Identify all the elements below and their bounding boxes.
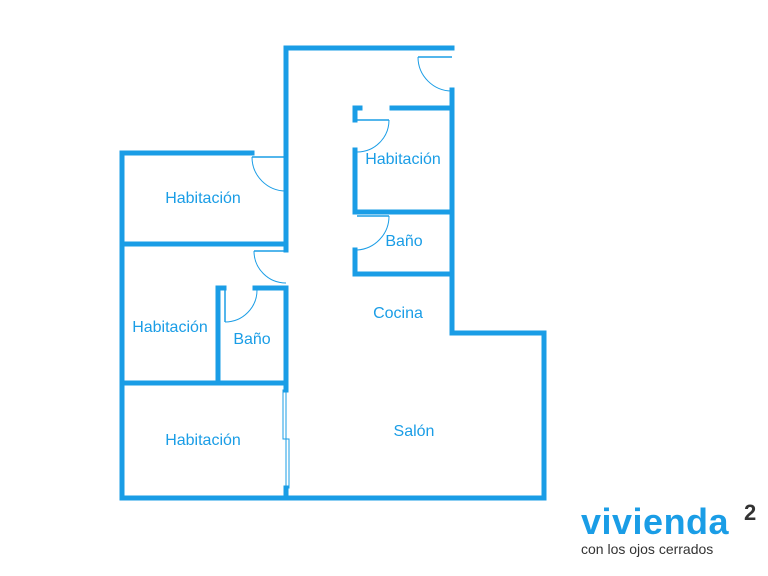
logo-tagline: con los ojos cerrados [581,541,714,557]
room-label: Habitación [132,319,208,336]
wall-bedroom-2 [119,285,289,386]
brand-logo: vivienda 2 con los ojos cerrados [581,500,761,557]
wall-right-rooms [352,105,455,277]
door-entrance [417,56,453,92]
logo-name: vivienda [581,501,730,542]
outer-wall [119,45,547,501]
door-bedroom-1 [251,156,287,192]
wall-bedroom-1 [119,152,289,253]
room-label: Baño [385,233,422,250]
room-label: Salón [394,423,435,440]
room-label: Cocina [373,305,423,322]
room-label: Baño [233,331,270,348]
door-bath-right [356,215,390,251]
door-bedroom-right [356,119,390,153]
room-label: Habitación [365,151,441,168]
room-label: Habitación [165,190,241,207]
door-bath-1 [224,289,258,323]
room-label: Habitación [165,432,241,449]
door-bedroom-2 [253,250,287,284]
logo-superscript: 2 [744,500,757,525]
sliding-door-bedroom-3 [282,389,290,489]
